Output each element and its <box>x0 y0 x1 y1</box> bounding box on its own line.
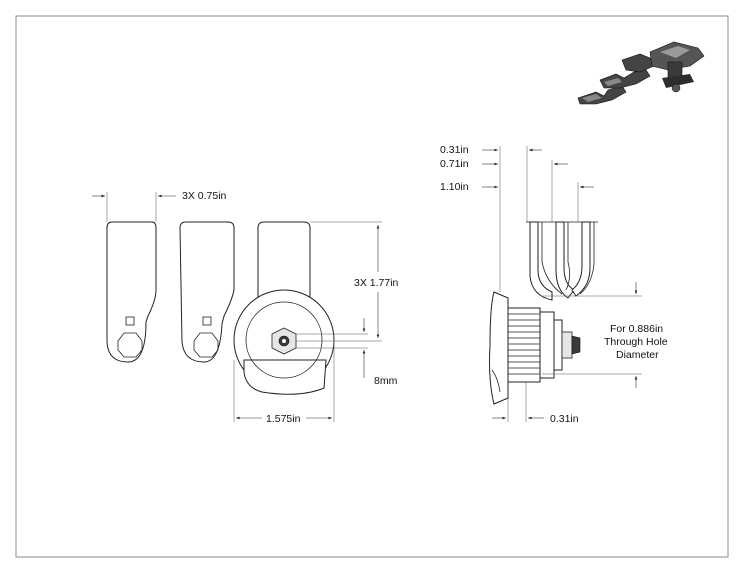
dim-offset-2: 0.71in <box>440 158 568 222</box>
cam-lock-front <box>233 221 335 395</box>
label-nut: 8mm <box>374 375 398 387</box>
label-arm-width: 3X 0.75in <box>182 190 227 202</box>
cam-arm-2 <box>179 221 235 363</box>
note-line-3: Diameter <box>616 349 659 361</box>
dim-arm-width: 3X 0.75in <box>92 190 227 222</box>
dim-nut: 8mm <box>296 318 398 387</box>
cam-lock-side <box>489 221 598 405</box>
note-line-1: For 0.886in <box>610 323 663 335</box>
label-body-depth: 0.31in <box>550 413 579 425</box>
dim-overall-width: 1.575in <box>233 340 335 425</box>
dim-arm-length: 3X 1.77in <box>296 221 399 342</box>
label-offset-3: 1.10in <box>440 181 469 193</box>
sheet-border <box>15 15 729 558</box>
dim-offset-3: 1.10in <box>440 181 594 222</box>
threads <box>508 313 540 375</box>
label-offset-1: 0.31in <box>440 144 469 156</box>
dim-offset-1: 0.31in <box>440 144 542 292</box>
label-arm-length: 3X 1.77in <box>354 277 399 289</box>
note-line-2: Through Hole <box>604 336 668 348</box>
cam-arm-1 <box>106 221 157 363</box>
isometric-view <box>577 41 705 105</box>
label-overall-width: 1.575in <box>266 413 301 425</box>
dim-body-depth: 0.31in <box>492 382 579 425</box>
label-offset-2: 0.71in <box>440 158 469 170</box>
dim-hole-diameter: For 0.886in Through Hole Diameter <box>542 282 668 388</box>
